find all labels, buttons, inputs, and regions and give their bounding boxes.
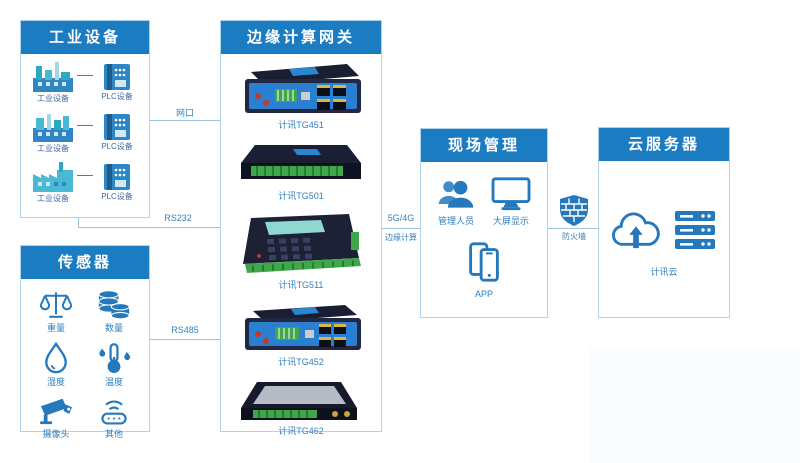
cloud-panel-title: 云服务器 — [599, 128, 729, 161]
sensor-item-label: 数量 — [104, 323, 123, 333]
device-label: 计讯TG501 — [278, 191, 324, 201]
server-rack-icon — [675, 211, 715, 249]
cloud-server-label: 计讯云 — [650, 267, 678, 277]
humidity-drop-icon — [45, 341, 67, 374]
plc-device-icon — [104, 114, 130, 140]
sensor-item-label: 湿度 — [46, 377, 65, 387]
industrial-row: 工业设备 PLC设备 — [21, 104, 149, 154]
edge-computing-label: 边缘计算 — [385, 233, 417, 242]
plc-device-icon — [104, 164, 130, 190]
factory-label: 工业设备 — [37, 144, 69, 153]
industrial-row: 工业设备 PLC设备 — [21, 154, 149, 204]
industrial-equipment-panel: 工业设备 工业设备 — [20, 20, 150, 218]
rs485-label: RS485 — [171, 325, 199, 335]
factory-icon — [33, 162, 73, 192]
site-item-label: APP — [474, 289, 493, 299]
factory-label: 工业设备 — [37, 94, 69, 103]
device-label: 计讯TG451 — [278, 120, 324, 130]
gateway-device: 计讯TG452 — [235, 301, 367, 368]
sensor-panel-title: 传感器 — [21, 246, 149, 279]
site-management-panel: 现场管理 管理人员 大屏显示 — [420, 128, 548, 318]
rs485-line — [150, 339, 220, 340]
device-label: 计讯TG452 — [278, 357, 324, 367]
site-panel-title: 现场管理 — [421, 129, 547, 162]
edge-gateway-panel: 边缘计算网关 计讯TG451 — [220, 20, 382, 436]
iot-device-icon — [101, 400, 127, 425]
gateway-panel-title: 边缘计算网关 — [221, 21, 381, 54]
cellular-line — [382, 228, 420, 229]
factory-icon — [33, 62, 73, 92]
people-icon — [438, 180, 474, 208]
factory-icon — [33, 114, 73, 142]
plc-label: PLC设备 — [101, 192, 133, 201]
row-connector-line — [77, 174, 93, 176]
gateway-tg501-image — [241, 145, 361, 179]
rs232-line-vertical — [78, 218, 79, 227]
monitor-icon — [491, 177, 531, 211]
gateway-tg462-image — [241, 382, 357, 420]
database-icon — [98, 290, 130, 320]
firewall-line — [548, 228, 598, 229]
row-connector-line — [77, 124, 93, 126]
site-item-label: 大屏显示 — [492, 216, 529, 226]
gateway-device: 计讯TG451 — [235, 58, 367, 131]
phones-icon — [469, 242, 499, 282]
scale-icon — [39, 292, 73, 318]
ethernet-line — [150, 120, 220, 121]
gateway-device: 计讯TG511 — [235, 212, 367, 291]
device-label: 计讯TG462 — [278, 426, 324, 436]
device-label: 计讯TG511 — [278, 280, 324, 290]
industrial-panel-title: 工业设备 — [21, 21, 149, 54]
plc-label: PLC设备 — [101, 142, 133, 151]
router-tg452-image — [245, 305, 361, 350]
row-connector-line — [77, 74, 93, 76]
thermometer-icon — [99, 343, 131, 373]
firewall-label: 防火墙 — [562, 232, 586, 241]
firewall-shield-icon — [560, 195, 588, 226]
cloud-upload-icon — [612, 212, 660, 249]
router-tg451-image — [245, 64, 361, 113]
sensor-item-label: 摄像头 — [42, 429, 70, 439]
plc-label: PLC设备 — [101, 92, 133, 101]
gateway-device: 计讯TG501 — [235, 139, 367, 202]
cctv-camera-icon — [40, 398, 72, 425]
sensor-item-label: 温度 — [104, 377, 123, 387]
sensor-panel: 传感器 重量 — [20, 245, 150, 439]
cellular-label: 5G/4G — [387, 213, 415, 223]
factory-label: 工业设备 — [37, 194, 69, 203]
plc-device-icon — [104, 64, 130, 90]
rs232-line — [78, 227, 220, 228]
industrial-row: 工业设备 PLC设备 — [21, 54, 149, 104]
sensor-item-label: 重量 — [46, 323, 65, 333]
rs232-label: RS232 — [164, 213, 192, 223]
gateway-device: 计讯TG462 — [235, 378, 367, 437]
rtu-tg511-image — [243, 214, 361, 273]
background-block — [590, 348, 800, 463]
sensor-item-label: 其他 — [104, 429, 123, 439]
cloud-server-panel: 云服务器 计讯云 — [598, 127, 730, 318]
site-item-label: 管理人员 — [437, 216, 474, 226]
ethernet-label: 网口 — [175, 108, 194, 118]
